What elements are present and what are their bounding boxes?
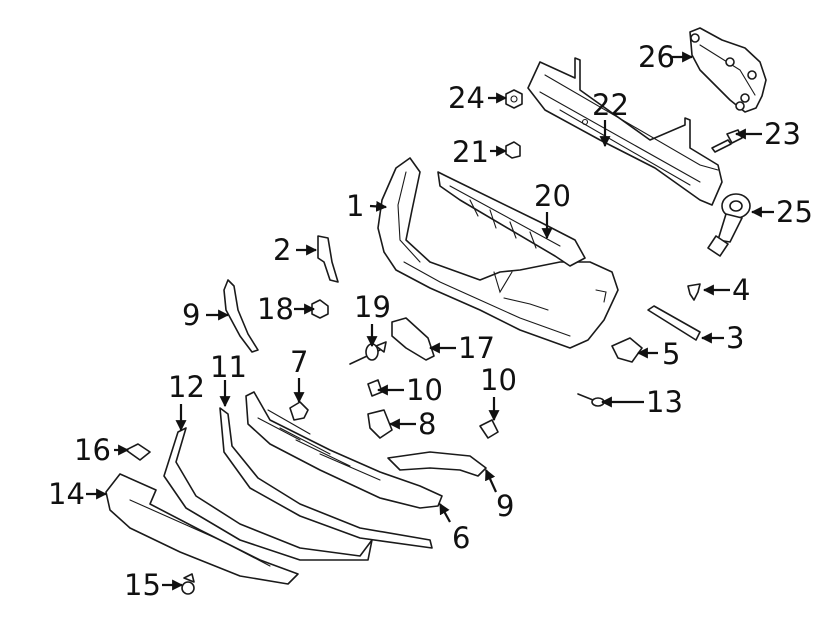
- callout-16: 16: [74, 433, 111, 467]
- screw-small-part: [687, 283, 701, 301]
- side-bracket-part: [317, 235, 339, 283]
- callout-10-right: 10: [480, 363, 517, 397]
- callout-1: 1: [346, 189, 364, 223]
- tow-eye-part: [707, 193, 751, 257]
- callout-6: 6: [452, 521, 470, 555]
- callout-25: 25: [776, 195, 813, 229]
- valance-part: [163, 427, 373, 561]
- callout-21: 21: [452, 135, 489, 169]
- callout-22: 22: [592, 88, 629, 122]
- callout-5: 5: [662, 337, 680, 371]
- callout-15: 15: [124, 568, 161, 602]
- callout-11: 11: [210, 350, 247, 384]
- callout-18: 18: [257, 292, 294, 326]
- callout-12: 12: [168, 370, 205, 404]
- bumper-cover-part: [377, 157, 619, 349]
- callout-23: 23: [764, 117, 801, 151]
- clip-nut-part: [125, 443, 151, 461]
- mounting-bracket-part: [689, 27, 767, 113]
- callout-2: 2: [273, 233, 291, 267]
- sensor-part: [611, 337, 643, 363]
- side-bracket-right-part: [387, 451, 487, 477]
- lower-grille-part: [245, 391, 443, 509]
- callout-19: 19: [354, 290, 391, 324]
- callout-9-upper: 9: [182, 298, 200, 332]
- callout-20: 20: [534, 179, 571, 213]
- license-bracket-part: [391, 317, 435, 361]
- fastener-part: [181, 573, 195, 595]
- side-bracket-left-part: [223, 279, 259, 353]
- screw-part: [311, 299, 329, 319]
- retainer-part: [289, 401, 309, 421]
- callout-9-lower: 9: [496, 489, 514, 523]
- clip-part: [505, 141, 521, 159]
- callout-labels: 1 2 3 4 5 6 7 8 9 9 10 10 11 12 13 14 15…: [48, 40, 813, 602]
- skid-plate-part: [105, 473, 299, 585]
- callout-3: 3: [726, 321, 744, 355]
- leader-arrows: [86, 51, 774, 591]
- trim-strip-part: [647, 305, 701, 341]
- clip-left-part: [367, 379, 383, 397]
- callout-17: 17: [458, 331, 495, 365]
- callout-8: 8: [418, 407, 436, 441]
- lower-trim-part: [219, 407, 433, 549]
- callout-4: 4: [732, 273, 750, 307]
- callout-26: 26: [638, 40, 675, 74]
- callout-10-left: 10: [406, 373, 443, 407]
- callout-14: 14: [48, 477, 85, 511]
- nut-part: [505, 89, 523, 109]
- callout-13: 13: [646, 385, 683, 419]
- push-clip-part: [577, 393, 605, 407]
- clip-right-part: [479, 419, 499, 439]
- bracket-part: [367, 409, 393, 439]
- callout-24: 24: [448, 81, 485, 115]
- callout-7: 7: [290, 345, 308, 379]
- push-pin-part: [349, 341, 387, 365]
